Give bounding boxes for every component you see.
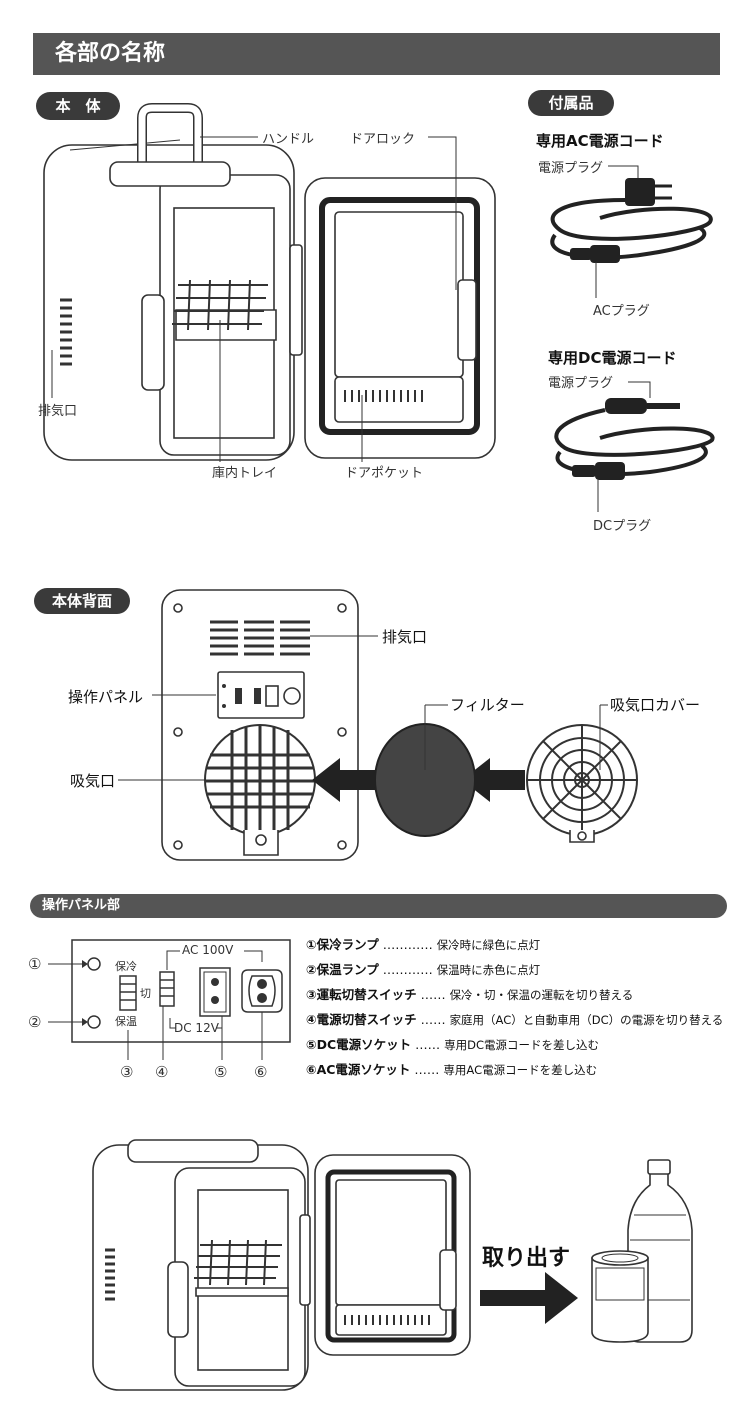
panel-ac-label: AC 100V [182, 943, 234, 957]
panel-num-6: ⑥ [254, 1063, 268, 1081]
dc-cord-title: 専用DC電源コード [548, 349, 677, 367]
legend-row: ①保冷ランプ ………… 保冷時に緑色に点灯 [306, 937, 541, 952]
takeout-label: 取り出す [482, 1246, 571, 1271]
ac-cord-title: 専用AC電源コード [536, 132, 664, 150]
legend-row: ③運転切替スイッチ …… 保冷・切・保温の運転を切り替える [306, 987, 634, 1002]
panel-warm-label: 保温 [115, 1015, 137, 1028]
back-label-intake: 吸気口 [70, 772, 116, 790]
panel-num-4: ④ [155, 1063, 169, 1081]
legend-row: ②保温ランプ ………… 保温時に赤色に点灯 [306, 962, 541, 977]
control-panel-bar: 操作パネル部 [30, 894, 727, 918]
panel-off-label: 切 [140, 987, 151, 1000]
label-door-pocket: ドアポケット [345, 466, 424, 481]
label-exhaust: 排気口 [38, 404, 78, 419]
legend-row: ⑥AC電源ソケット …… 専用AC電源コードを差し込む [306, 1062, 598, 1077]
back-label-panel: 操作パネル [68, 688, 144, 706]
legend-row: ④電源切替スイッチ …… 家庭用（AC）と自動車用（DC）の電源を切り替える [306, 1012, 724, 1027]
ac-cord-plug-label: 電源プラグ [538, 161, 604, 176]
panel-cool-label: 保冷 [115, 960, 137, 973]
back-label-filter: フィルター [450, 696, 525, 714]
accessories-badge: 付属品 [528, 90, 614, 116]
page-title: 各部の名称 [33, 33, 720, 75]
label-handle: ハンドル [262, 132, 315, 147]
ac-cord-end-label: ACプラグ [593, 304, 650, 319]
panel-dc-label: DC 12V [174, 1021, 219, 1035]
label-door-lock: ドアロック [350, 132, 416, 147]
dc-cord-end-label: DCプラグ [593, 519, 652, 534]
panel-num-1: ① [28, 955, 42, 973]
main-unit-badge: 本 体 [36, 92, 120, 120]
dc-cord-plug-label: 電源プラグ [548, 376, 614, 391]
label-tray: 庫内トレイ [212, 466, 278, 481]
back-label-intake-cover: 吸気口カバー [610, 696, 701, 714]
panel-num-2: ② [28, 1013, 42, 1031]
legend-row: ⑤DC電源ソケット …… 専用DC電源コードを差し込む [306, 1037, 599, 1052]
tray-grid [172, 279, 268, 331]
back-badge: 本体背面 [34, 588, 130, 614]
panel-num-5: ⑤ [214, 1063, 228, 1081]
panel-num-3: ③ [120, 1063, 134, 1081]
control-legend: ①保冷ランプ ………… 保冷時に緑色に点灯 ②保温ランプ ………… 保温時に赤色… [306, 934, 723, 1084]
back-label-exhaust: 排気口 [382, 628, 428, 646]
